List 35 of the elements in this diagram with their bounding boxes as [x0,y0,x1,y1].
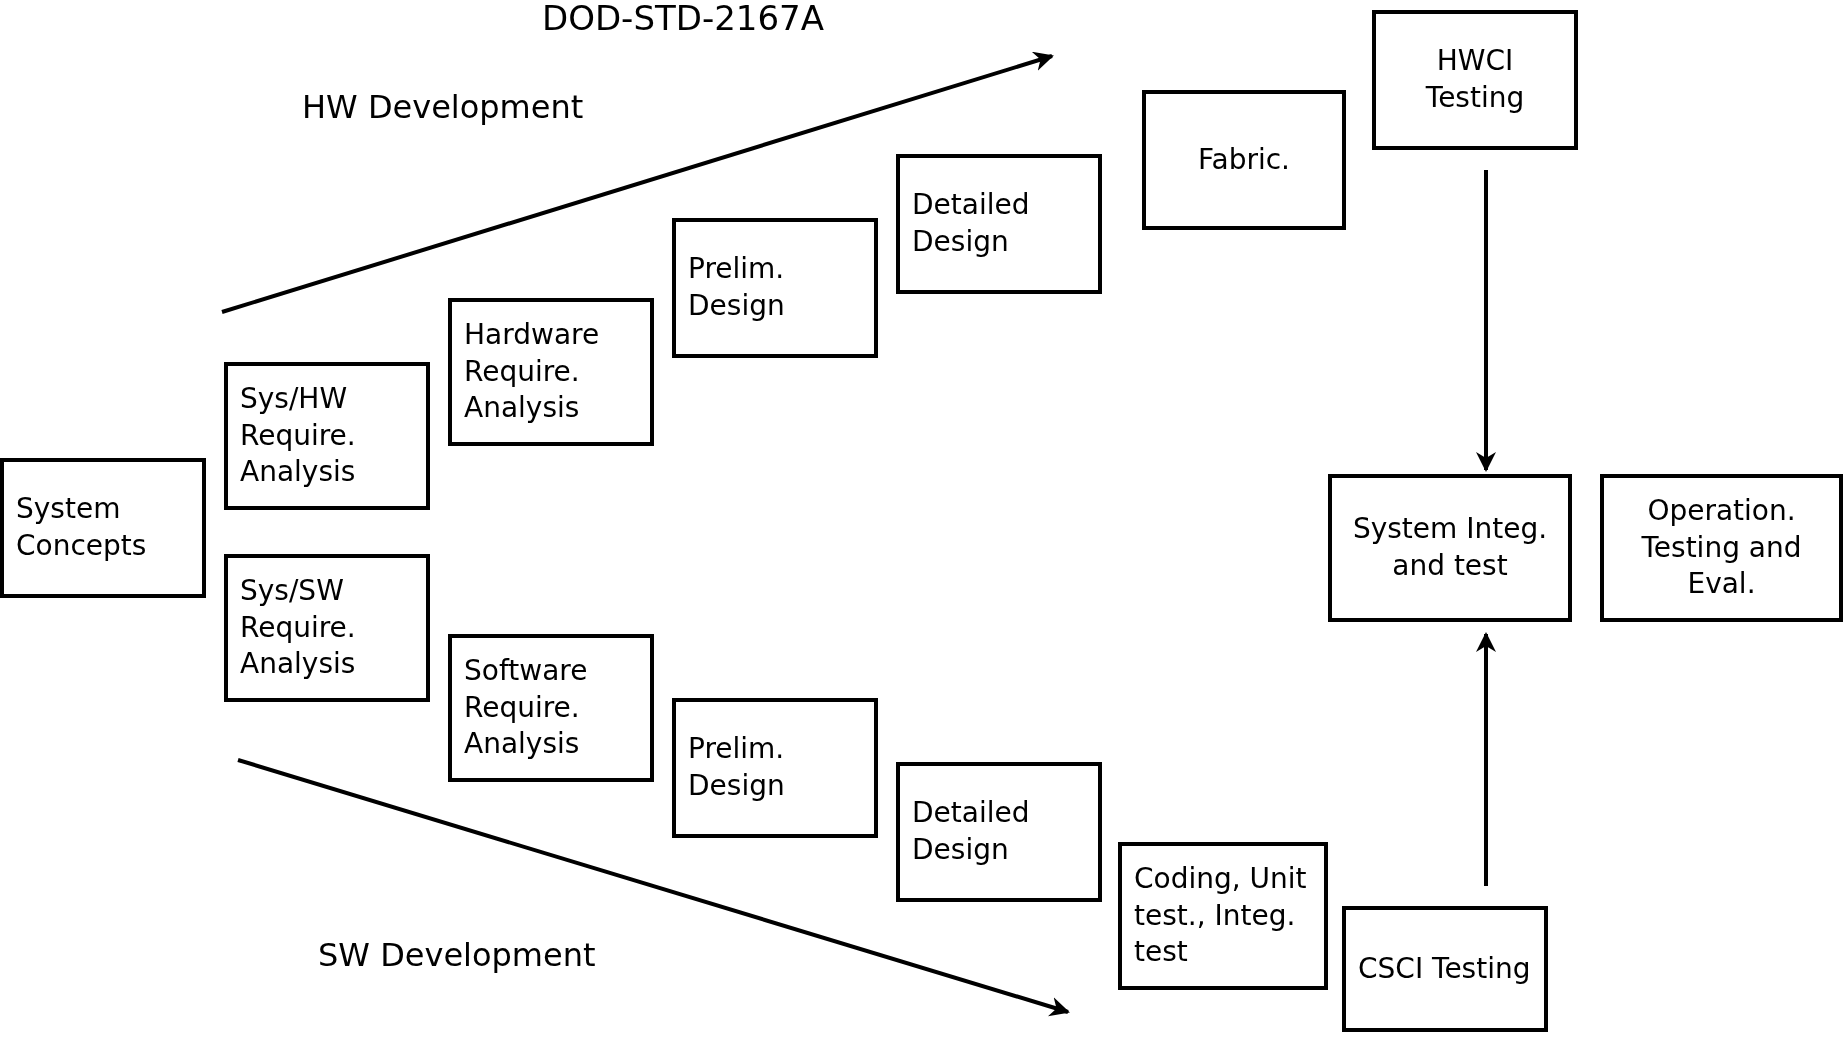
box-text: Sys/SW Require. Analysis [240,572,357,683]
box-text: CSCI Testing [1358,950,1531,987]
box-text: Detailed Design [912,795,1031,868]
process-box [672,218,878,358]
box-text: Hardware Require. Analysis [464,316,601,427]
process-box [0,458,206,598]
process-box [672,698,878,838]
box-text: System Integ. and test [1351,511,1549,584]
box-text: Operation. Testing and Eval. [1640,492,1803,603]
process-box [1372,10,1578,150]
process-box [1142,90,1346,230]
process-box [896,762,1102,902]
arrow [1476,632,1496,886]
process-box [1342,906,1548,1032]
process-box [224,362,430,510]
box-text: Sys/HW Require. Analysis [240,380,357,491]
box-text: Detailed Design [912,187,1031,260]
box-text: System Concepts [16,491,148,564]
box-text: Coding, Unit test., Integ. test [1134,860,1308,971]
process-box [1328,474,1572,622]
phase-label: HW Development [302,88,584,126]
box-text: Software Require. Analysis [464,652,589,763]
arrow [1476,170,1496,472]
box-text: HWCI Testing [1424,43,1526,116]
process-box [1600,474,1843,622]
box-text: Prelim. Design [688,731,786,804]
diagram-title: DOD-STD-2167A [542,0,824,38]
process-box [224,554,430,702]
process-box [1118,842,1328,990]
box-text: Prelim. Design [688,251,786,324]
process-box [896,154,1102,294]
process-box [448,298,654,446]
process-box [448,634,654,782]
phase-label: SW Development [318,936,596,974]
box-text: Fabric. [1197,141,1291,178]
